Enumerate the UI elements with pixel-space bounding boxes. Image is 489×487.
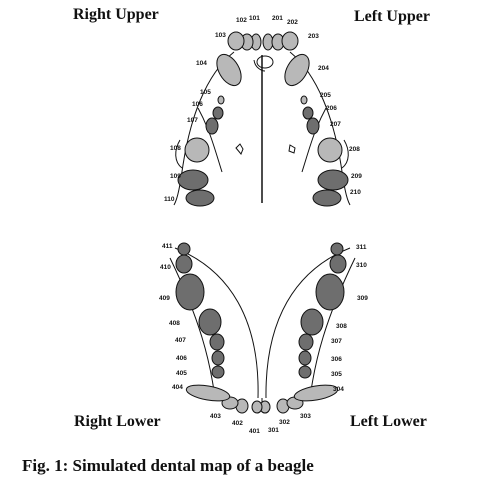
tooth-number-label: 103 [215,32,226,39]
tooth-number-label: 406 [176,355,187,362]
tooth-number-label: 404 [172,384,183,391]
tooth-307 [298,333,314,351]
tooth-203 [281,31,299,51]
tooth-number-label: 101 [249,15,260,22]
tooth-number-label: 203 [308,33,319,40]
tooth-number-label: 308 [336,323,347,330]
tooth-208 [317,137,343,163]
tooth-308 [300,308,324,336]
tooth-number-label: 201 [272,15,283,22]
tooth-number-label: 411 [162,243,173,250]
tooth-number-label: 204 [318,65,329,72]
tooth-311 [330,242,344,256]
tooth-number-label: 401 [249,428,260,435]
tooth-209 [317,169,349,191]
tooth-number-label: 409 [159,295,170,302]
tooth-number-label: 106 [192,101,203,108]
tooth-number-label: 102 [236,17,247,24]
lower-jaw [169,247,356,405]
tooth-number-label: 303 [300,413,311,420]
tooth-number-label: 107 [187,117,198,124]
tooth-410 [175,254,193,274]
tooth-306 [298,350,312,366]
tooth-206 [302,106,314,120]
figure-caption: Fig. 1: Simulated dental map of a beagle [22,456,314,475]
left-upper-label: Left Upper [354,8,430,25]
tooth-411 [177,242,191,256]
tooth-409 [175,273,205,311]
left-lower-label: Left Lower [350,413,427,430]
tooth-number-label: 307 [331,338,342,345]
tooth-number-label: 205 [320,92,331,99]
tooth-number-label: 207 [330,121,341,128]
tooth-104 [216,53,242,87]
tooth-number-label: 302 [279,419,290,426]
tooth-number-label: 405 [176,370,187,377]
tooth-109 [177,169,209,191]
tooth-number-label: 210 [350,189,361,196]
right-upper-label: Right Upper [73,6,159,23]
tooth-305 [298,365,312,379]
tooth-number-label: 408 [169,320,180,327]
tooth-210 [312,189,342,207]
tooth-405 [211,365,225,379]
tooth-number-label: 110 [164,196,175,203]
right-lower-label: Right Lower [74,413,161,430]
tooth-number-label: 209 [351,173,362,180]
tooth-number-label: 301 [268,427,279,434]
tooth-number-label: 310 [356,262,367,269]
tooth-205 [300,95,308,105]
tooth-108 [184,137,210,163]
tooth-407 [209,333,225,351]
tooth-number-label: 305 [331,371,342,378]
tooth-number-label: 202 [287,19,298,26]
tooth-number-label: 306 [331,356,342,363]
tooth-310 [329,254,347,274]
tooth-107 [205,117,219,135]
tooth-406 [211,350,225,366]
tooth-103 [227,31,245,51]
tooth-number-label: 104 [196,60,207,67]
tooth-number-label: 402 [232,420,243,427]
tooth-105 [217,95,225,105]
tooth-401 [251,400,263,414]
tooth-number-label: 206 [326,105,337,112]
tooth-number-label: 109 [170,173,181,180]
tooth-207 [306,117,320,135]
tooth-404 [185,384,231,402]
tooth-number-label: 309 [357,295,368,302]
tooth-number-label: 304 [333,386,344,393]
tooth-number-label: 105 [200,89,211,96]
tooth-number-label: 311 [356,244,367,251]
tooth-number-label: 407 [175,337,186,344]
tooth-304 [293,384,339,402]
tooth-number-label: 403 [210,413,221,420]
tooth-number-label: 108 [170,145,181,152]
tooth-number-label: 208 [349,146,360,153]
tooth-309 [315,273,345,311]
tooth-204 [284,53,310,87]
tooth-408 [198,308,222,336]
tooth-106 [212,106,224,120]
upper-jaw [173,51,351,206]
tooth-110 [185,189,215,207]
tooth-number-label: 410 [160,264,171,271]
